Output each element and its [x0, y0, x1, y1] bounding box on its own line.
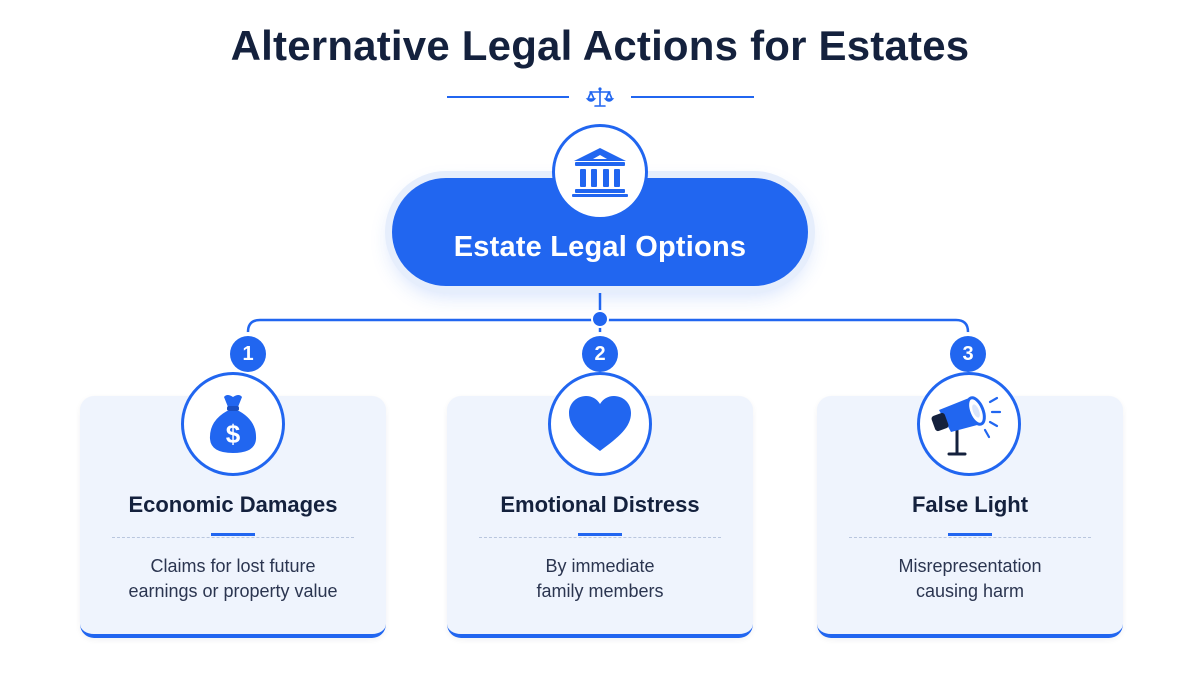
courthouse-icon [572, 148, 628, 197]
branch-icon-badge [548, 372, 652, 476]
root-label: Estate Legal Options [453, 231, 747, 263]
title-divider-right [631, 96, 754, 98]
heart-icon [569, 396, 631, 451]
branch-title: False Light [911, 492, 1029, 517]
branch-title: Economic Damages [128, 492, 338, 517]
branch-number-badge: 1 [230, 336, 266, 372]
branch-icon-badge: $ [181, 372, 285, 476]
title-divider-left [447, 96, 569, 98]
branch-description: By immediate family members [536, 556, 664, 601]
branch-title: Emotional Distress [500, 492, 700, 517]
branch-description: Misrepresentation causing harm [898, 556, 1042, 601]
money-bag-icon: $ [209, 395, 257, 453]
scale-of-justice-icon [585, 87, 615, 107]
title-underline [948, 533, 992, 536]
dashed-divider [112, 537, 354, 538]
title-underline [211, 533, 255, 536]
dashed-divider [849, 537, 1091, 538]
branch-number-badge: 3 [950, 336, 986, 372]
root-icon-badge [552, 124, 648, 220]
svg-text:$: $ [226, 419, 241, 449]
branch-description: Claims for lost future earnings or prope… [128, 556, 338, 601]
spotlight-icon [931, 396, 1002, 456]
page-title: Alternative Legal Actions for Estates [230, 22, 970, 69]
dashed-divider [479, 537, 721, 538]
branch-icon-badge [917, 372, 1021, 476]
branch-number-badge: 2 [582, 336, 618, 372]
title-underline [578, 533, 622, 536]
